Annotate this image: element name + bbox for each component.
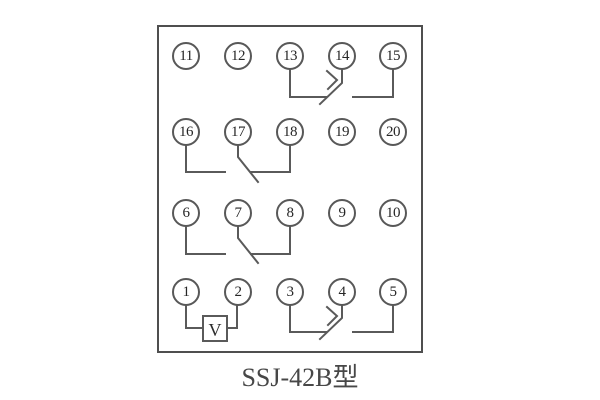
terminal-11: 11 bbox=[172, 42, 200, 70]
wire-terminal-8 bbox=[250, 226, 291, 255]
terminal-3: 3 bbox=[276, 278, 304, 306]
terminal-19: 19 bbox=[328, 118, 356, 146]
terminal-2: 2 bbox=[224, 278, 252, 306]
wire-terminal-13 bbox=[289, 69, 327, 98]
terminal-13: 13 bbox=[276, 42, 304, 70]
terminal-1: 1 bbox=[172, 278, 200, 306]
contact-blade-7 bbox=[237, 226, 260, 265]
wire-terminal-6 bbox=[185, 226, 226, 255]
wire-terminal-3 bbox=[289, 305, 327, 333]
terminal-10: 10 bbox=[379, 199, 407, 227]
terminal-18: 18 bbox=[276, 118, 304, 146]
contact-blade-4 bbox=[318, 305, 343, 341]
wire-terminal-18 bbox=[250, 145, 291, 173]
voltage-element-label: V bbox=[209, 320, 222, 340]
model-caption: SSJ-42B型 bbox=[241, 363, 359, 392]
terminal-6: 6 bbox=[172, 199, 200, 227]
contact-blade-17 bbox=[237, 145, 260, 184]
enclosure-border bbox=[157, 25, 423, 353]
wire-terminal-15 bbox=[352, 69, 394, 98]
terminal-20: 20 bbox=[379, 118, 407, 146]
terminal-4: 4 bbox=[328, 278, 356, 306]
terminal-7: 7 bbox=[224, 199, 252, 227]
terminal-8: 8 bbox=[276, 199, 304, 227]
wire-terminal-16 bbox=[185, 145, 226, 173]
wire-terminal-1 bbox=[185, 305, 204, 329]
voltage-element-box bbox=[202, 315, 228, 342]
terminal-16: 16 bbox=[172, 118, 200, 146]
wire-terminal-2 bbox=[226, 305, 238, 329]
delay-arrow-icon-4 bbox=[325, 305, 339, 327]
terminal-14: 14 bbox=[328, 42, 356, 70]
contact-blade-14 bbox=[318, 69, 343, 106]
terminal-15: 15 bbox=[379, 42, 407, 70]
terminal-17: 17 bbox=[224, 118, 252, 146]
terminal-5: 5 bbox=[379, 278, 407, 306]
delay-arrow-icon-14 bbox=[325, 69, 339, 91]
wire-terminal-5 bbox=[352, 305, 394, 333]
terminal-12: 12 bbox=[224, 42, 252, 70]
terminal-9: 9 bbox=[328, 199, 356, 227]
